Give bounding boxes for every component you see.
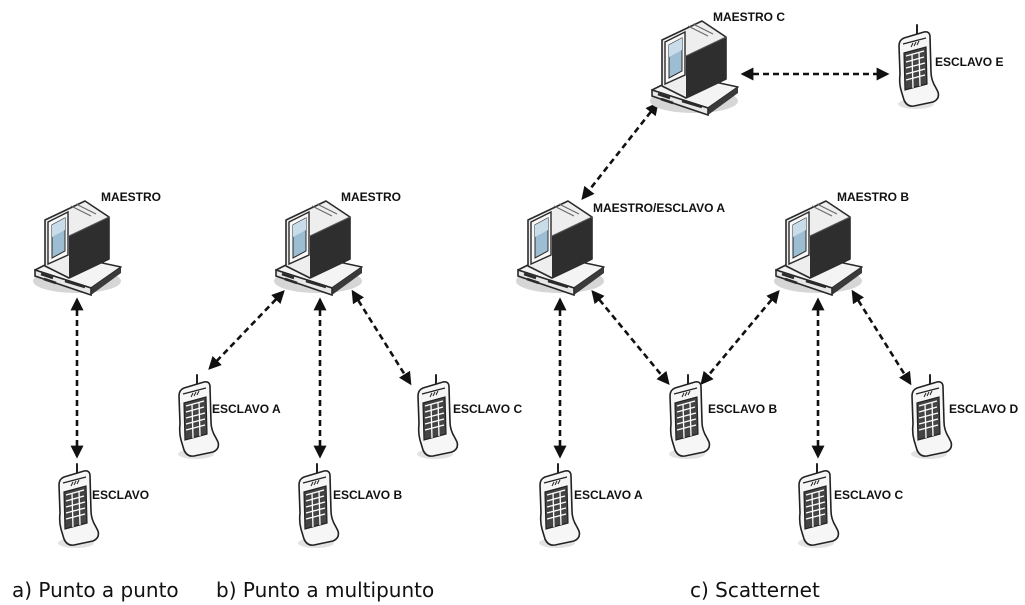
- panel-c: MAESTRO C ESCLAVO E MAESTRO/ESCLAVO A MA…: [514, 10, 1018, 549]
- esclavo-a-node: ESCLAVO A: [538, 463, 643, 549]
- maestro-c-node: MAESTRO C: [648, 10, 785, 117]
- mobile-phone-icon: [538, 463, 581, 549]
- esclavo-c-label: ESCLAVO C: [834, 488, 903, 502]
- maestro-b-label: MAESTRO B: [837, 190, 909, 204]
- mobile-phone-icon: [910, 374, 953, 460]
- desktop-computer-icon: [272, 199, 364, 297]
- esclavo-e-node: ESCLAVO E: [897, 24, 1003, 110]
- maestro-esclavo-a-label: MAESTRO/ESCLAVO A: [593, 201, 725, 215]
- maestro-c-label: MAESTRO C: [713, 10, 785, 24]
- connections: [70, 67, 912, 459]
- esclavo-d-node: ESCLAVO D: [910, 374, 1018, 460]
- maestro-esclavo-a-node: MAESTRO/ESCLAVO A: [514, 199, 725, 297]
- caption-a: a) Punto a punto: [12, 578, 179, 602]
- esclavo-c-node: ESCLAVO C: [797, 463, 903, 549]
- esclavo-c-label: ESCLAVO C: [453, 402, 522, 416]
- maestro-label: MAESTRO: [101, 190, 161, 204]
- maestro-b-node: MAESTRO B: [772, 190, 909, 297]
- link-b-maestro-esclavo-c: [351, 289, 412, 386]
- panel-a: MAESTRO ESCLAVO: [31, 190, 161, 549]
- mobile-phone-icon: [57, 463, 100, 549]
- mobile-phone-icon: [897, 24, 940, 110]
- esclavo-c-node: ESCLAVO C: [416, 374, 522, 460]
- esclavo-d-label: ESCLAVO D: [949, 402, 1018, 416]
- mobile-phone-icon: [177, 374, 220, 460]
- esclavo-a-label: ESCLAVO A: [212, 402, 281, 416]
- esclavo-e-label: ESCLAVO E: [935, 55, 1003, 69]
- mobile-phone-icon: [797, 463, 840, 549]
- esclavo-b-node: ESCLAVO B: [297, 463, 402, 549]
- desktop-computer-icon: [772, 199, 864, 297]
- maestro-node: MAESTRO: [31, 190, 161, 297]
- esclavo-a-label: ESCLAVO A: [574, 488, 643, 502]
- link-c-maestro-b-esclavo-b: [700, 290, 780, 385]
- maestro-label: MAESTRO: [341, 190, 401, 204]
- esclavo-b-label: ESCLAVO B: [333, 488, 402, 502]
- caption-b: b) Punto a multipunto: [216, 578, 435, 602]
- mobile-phone-icon: [668, 374, 711, 460]
- esclavo-a-node: ESCLAVO A: [177, 374, 281, 460]
- desktop-computer-icon: [31, 199, 123, 297]
- link-c-maestro-b-esclavo-d: [851, 289, 912, 386]
- desktop-computer-icon: [648, 19, 740, 117]
- esclavo-b-node: ESCLAVO B: [668, 374, 777, 460]
- esclavo-b-label: ESCLAVO B: [708, 402, 777, 416]
- esclavo-label: ESCLAVO: [92, 488, 149, 502]
- mobile-phone-icon: [416, 374, 459, 460]
- maestro-node: MAESTRO: [272, 190, 401, 297]
- esclavo-node: ESCLAVO: [57, 463, 149, 549]
- link-c-maestro-esclavo-a-esclavo-b: [591, 289, 670, 386]
- link-b-maestro-esclavo-a: [208, 290, 285, 370]
- caption-c: c) Scatternet: [690, 578, 820, 602]
- desktop-computer-icon: [514, 199, 606, 297]
- mobile-phone-icon: [297, 463, 340, 549]
- link-c-maestro-c-maestro-esclavo-a: [581, 101, 659, 201]
- panel-b: MAESTRO ESCLAVO A ESCLAVO B ESCLAVO C: [177, 190, 522, 549]
